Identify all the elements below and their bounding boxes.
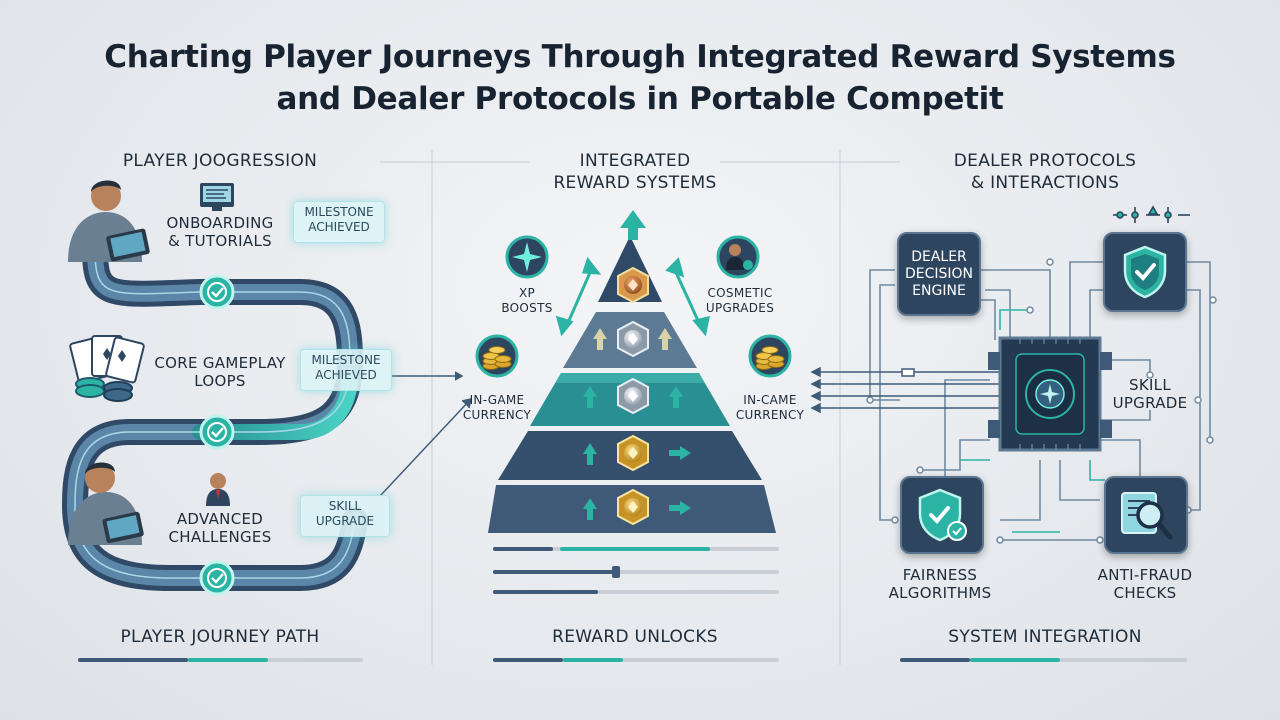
left-footer-text: PLAYER JOURNEY PATH [120,627,320,647]
badge-silver-icon [617,320,649,358]
side-arrows [555,256,710,337]
dealer-decision-engine-tile: DEALER DECISION ENGINE [897,232,981,316]
cosmetic-line-2: UPGRADES [705,301,775,315]
connection-symbols-icon [1113,205,1190,223]
chip1-line-2: ACHIEVED [308,220,370,234]
anti-fraud-tile [1104,476,1188,554]
circuit-traces [869,261,1211,541]
right-footer-text: SYSTEM INTEGRATION [948,627,1142,647]
center-section-heading: INTEGRATED REWARD SYSTEMS [535,150,735,194]
skill-upgrade-chip: SKILL UPGRADE [300,495,390,537]
engine-line-1: DEALER [911,248,967,265]
player-tablet-icon [68,180,150,262]
magnifier-search-icon [1121,492,1173,540]
chip3-line-2: UPGRADE [315,514,375,528]
center-to-right-connectors [810,366,1000,414]
currency-left-line-1: IN-GAME [469,393,525,407]
antifraud-line-1: ANTI-FRAUD [1097,566,1193,584]
left-footer: PLAYER JOURNEY PATH [90,626,350,648]
center-footer: REWARD UNLOCKS [535,626,735,648]
fairness-line-2: ALGORITHMS [888,584,992,602]
circuit-traces-teal [960,309,1105,533]
currency-right-line-1: IN-CAME [743,393,797,407]
badge-silver-icon-2 [617,377,649,415]
page-title: Charting Player Journeys Through Integra… [0,36,1280,120]
cosmetic-upgrade-icon [716,235,760,279]
chip2-line-2: ACHIEVED [315,368,377,382]
xp-boosts-label: XP BOOSTS [487,286,567,316]
checkpoint-2-icon [199,414,235,450]
advanced-challenges-label: ADVANCED CHALLENGES [150,510,290,546]
security-shield-tile [1103,232,1187,312]
xp-line-2: BOOSTS [501,301,553,315]
currency-left-line-2: CURRENCY [462,408,532,422]
cosmetic-upgrades-label: COSMETIC UPGRADES [695,286,785,316]
progress-sliders [493,547,779,594]
cosmetic-line-1: COSMETIC [707,286,773,300]
center-heading-line-2: REWARD SYSTEMS [553,173,717,193]
onboarding-label: ONBOARDING & TUTORIALS [150,214,290,250]
footer-bars [78,658,1187,662]
xp-line-1: XP [518,286,536,300]
fairness-label: FAIRNESS ALGORITHMS [875,566,1005,602]
title-line-1: Charting Player Journeys Through Integra… [104,39,1176,75]
right-heading-line-2: & INTERACTIONS [970,173,1120,193]
fairness-tile [900,476,984,554]
player-tablet-icon-2 [68,462,144,545]
badge-gold-icon [617,434,649,472]
onboarding-line-2: & TUTORIALS [168,232,272,250]
left-heading-text: PLAYER JOOGRESSION [122,151,318,171]
milestone-chip-2: MILESTONE ACHIEVED [300,349,392,391]
skill-line-1: SKILL [1129,376,1171,394]
checkpoint-1-icon [199,274,235,310]
advanced-line-2: CHALLENGES [168,528,272,546]
skill-line-2: UPGRADE [1112,394,1188,412]
chip2-line-1: MILESTONE [311,353,381,367]
currency-left-label: IN-GAME CURRENCY [457,393,537,423]
coins-icon [475,334,519,378]
milestone-chip-1: MILESTONE ACHIEVED [293,201,385,243]
core-line-2: LOOPS [194,372,246,390]
tier-arrows [583,328,691,520]
playing-cards-icon [69,335,145,402]
badge-gold-icon-2 [617,488,649,526]
skill-upgrade-right-label: SKILL UPGRADE [1105,376,1195,412]
right-section-heading: DEALER PROTOCOLS & INTERACTIONS [930,150,1160,194]
center-heading-line-1: INTEGRATED [579,151,691,171]
fairness-shield-icon [918,488,967,542]
currency-right-label: IN-CAME CURRENCY [730,393,810,423]
onboarding-line-1: ONBOARDING [166,214,274,232]
advanced-line-1: ADVANCED [176,510,264,528]
right-heading-line-1: DEALER PROTOCOLS [953,151,1137,171]
center-footer-text: REWARD UNLOCKS [552,627,718,647]
chip3-line-1: SKILL [328,499,362,513]
left-to-center-connectors [379,371,472,497]
left-section-heading: PLAYER JOOGRESSION [90,150,350,172]
engine-line-2: DECISION [904,265,974,282]
processor-chip-icon [988,336,1112,452]
shield-check-icon [1123,245,1167,299]
up-arrow-icon [620,210,646,240]
dealer-person-icon [206,473,230,506]
engine-line-3: ENGINE [912,282,966,299]
core-line-1: CORE GAMEPLAY [154,354,286,372]
core-gameplay-label: CORE GAMEPLAY LOOPS [140,354,300,390]
badge-bronze-icon [617,266,649,304]
fairness-line-1: FAIRNESS [902,566,978,584]
chip1-line-1: MILESTONE [304,205,374,219]
antifraud-line-2: CHECKS [1113,584,1177,602]
right-footer: SYSTEM INTEGRATION [930,626,1160,648]
xp-boost-icon [505,235,549,279]
currency-right-line-2: CURRENCY [735,408,805,422]
coins-icon-2 [748,334,792,378]
checkpoint-3-icon [199,560,235,596]
title-line-2: and Dealer Protocols in Portable Competi… [276,81,1004,117]
monitor-icon [200,183,234,211]
anti-fraud-label: ANTI-FRAUD CHECKS [1080,566,1210,602]
